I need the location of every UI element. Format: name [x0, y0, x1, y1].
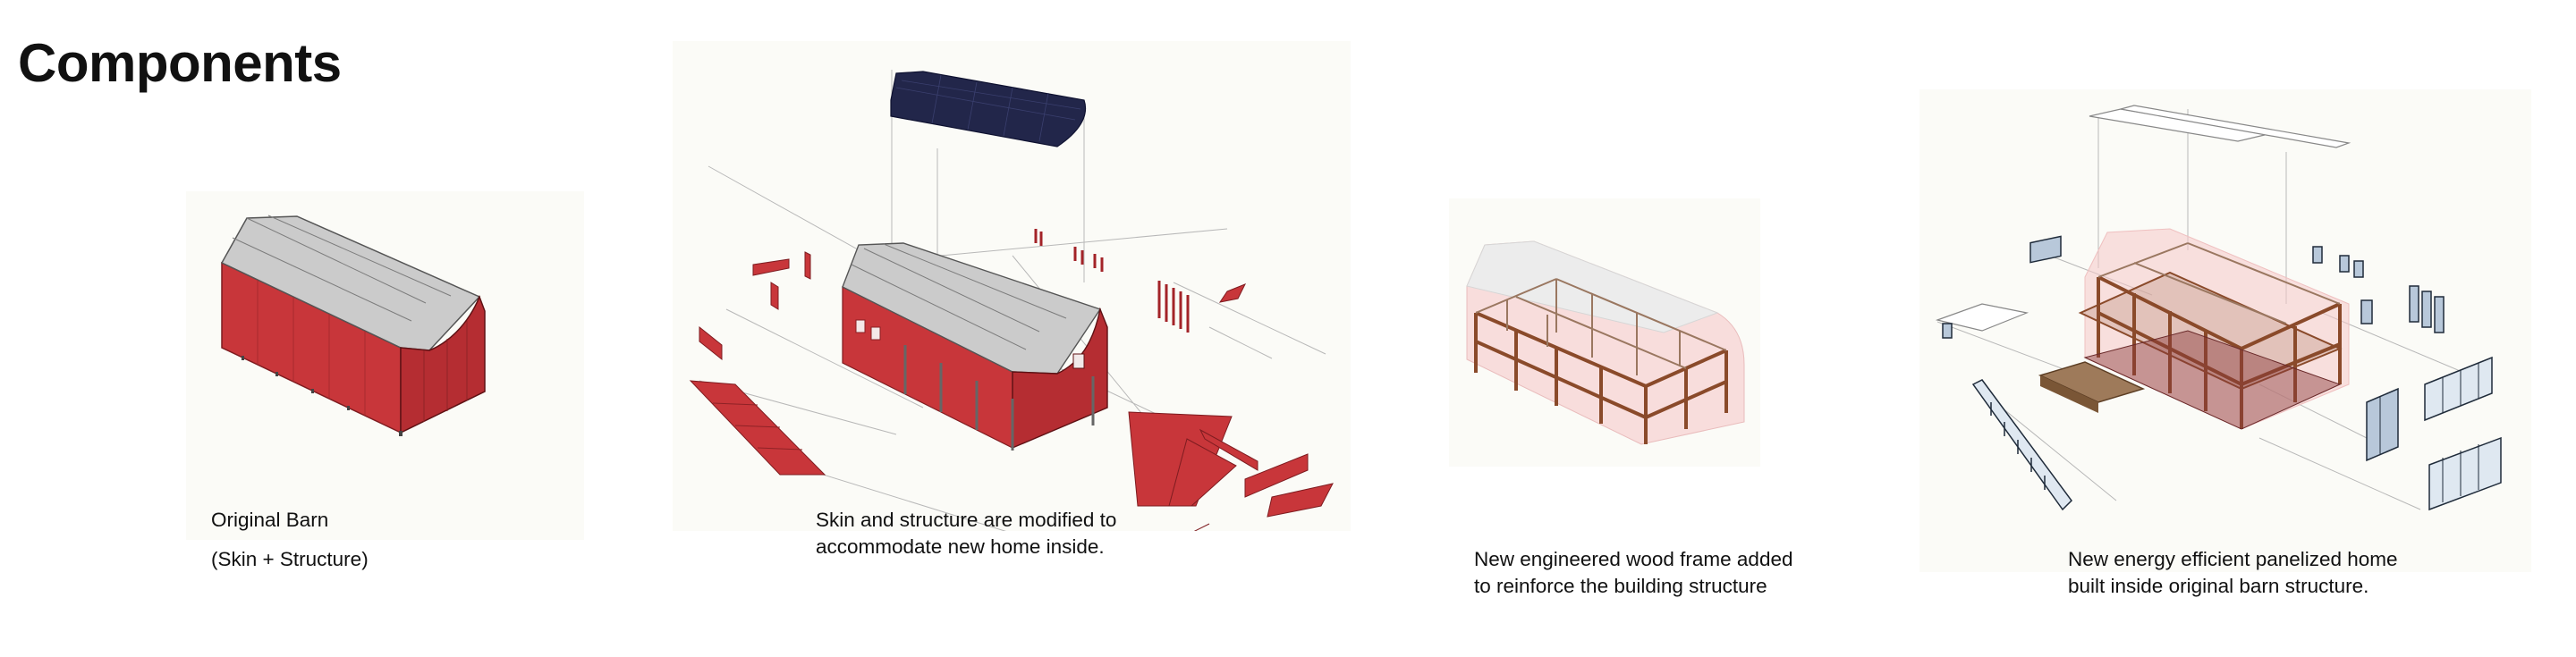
caption-line: accommodate new home inside. [816, 535, 1105, 558]
window-panel [2353, 260, 2364, 278]
gable-window [1072, 353, 1085, 369]
skin-piece [1168, 438, 1237, 507]
window-panel [2360, 299, 2373, 324]
caption-line: Original Barn [211, 509, 329, 531]
skin-piece [1193, 523, 1210, 531]
panelized-home-caption: New energy efficient panelized home buil… [2068, 546, 2398, 600]
window-panel [2409, 285, 2419, 323]
caption-line: Skin and structure are modified to [816, 509, 1117, 531]
original-barn-subcaption: (Skin + Structure) [211, 546, 369, 573]
wood-frame-panel [1449, 198, 1760, 467]
original-barn-caption: Original Barn [211, 507, 328, 534]
skin-piece [804, 251, 811, 280]
window-panel [2339, 255, 2350, 273]
skin-piece [1218, 283, 1247, 303]
caption-line: to reinforce the building structure [1474, 575, 1767, 597]
page-title: Components [18, 33, 342, 93]
caption-line: (Skin + Structure) [211, 548, 369, 570]
skin-piece [1244, 453, 1309, 498]
skin-piece [1267, 483, 1334, 518]
glazed-wall [1971, 379, 2072, 511]
glazed-facade [2428, 436, 2502, 511]
skin-piece [699, 325, 723, 361]
panelized-home-illustration [1935, 105, 2502, 511]
barn-gable-end [400, 294, 486, 434]
roof-panel [2120, 105, 2351, 148]
skin-piece [770, 282, 779, 310]
window-panel [1942, 323, 1953, 339]
skin-piece [752, 258, 790, 276]
wood-frame-illustration [1466, 240, 1745, 445]
exploded-barn-illustration [689, 70, 1334, 531]
panelized-home-panel [1919, 89, 2531, 572]
window-panel [2434, 296, 2445, 333]
roof-panel [1935, 303, 2029, 332]
caption-line: New energy efficient panelized home [2068, 548, 2398, 570]
modified-skin-panel [673, 41, 1351, 531]
caption-line: New engineered wood frame added [1474, 548, 1793, 570]
caption-line: built inside original barn structure. [2068, 575, 2369, 597]
solar-roof-panel [890, 71, 1086, 147]
skin-piece [689, 380, 826, 476]
glazed-facade [2424, 356, 2493, 422]
window-panel [2312, 246, 2323, 264]
glazed-facade [2366, 387, 2399, 462]
window-panel [2029, 235, 2062, 264]
modified-skin-caption: Skin and structure are modified to accom… [816, 507, 1116, 560]
skin-piece [1199, 428, 1258, 471]
lower-floor [2083, 330, 2342, 430]
wood-frame-caption: New engineered wood frame added to reinf… [1474, 546, 1792, 600]
original-barn-illustration [220, 215, 486, 436]
window-panel [2421, 291, 2432, 328]
original-barn-panel [186, 191, 584, 540]
barn-gable-end [1012, 307, 1108, 450]
